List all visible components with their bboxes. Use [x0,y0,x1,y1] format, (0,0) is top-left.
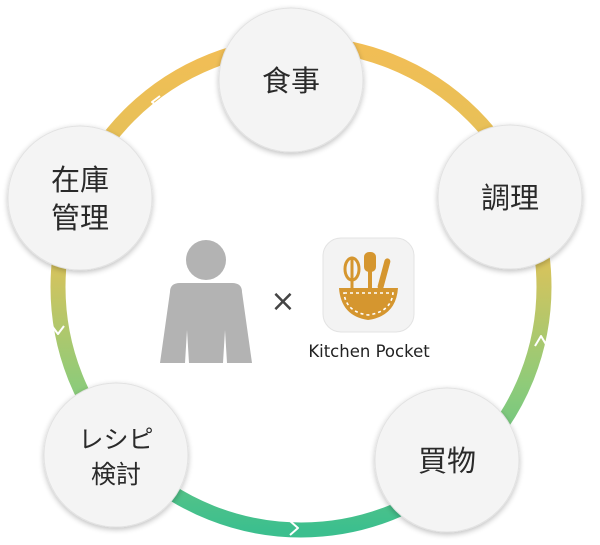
node-label: 管理 [51,201,109,235]
node-meal: 食事 [218,7,364,153]
node-label: 調理 [481,181,539,215]
cycle-arrow-icon [534,335,548,347]
cycle-arrow-icon [289,520,299,536]
node-shopping: 買物 [374,387,520,533]
cycle-arrows [51,95,548,536]
node-label: 食事 [262,64,320,98]
app-name: Kitchen Pocket [308,342,430,361]
cycle-arrow-icon [151,95,161,109]
kitchen-pocket-app-icon [322,237,415,333]
cycle-arrow-icon [51,325,65,335]
cycle-arrow-icon [421,103,439,113]
node-label: 検討 [91,460,141,489]
person-icon [160,240,252,363]
node-recipe: レシピ 検討 [43,382,189,528]
times-symbol: × [270,284,295,319]
node-cooking: 調理 [437,124,583,270]
node-label: レシピ [78,425,153,454]
rolling-pin-icon [377,258,391,290]
node-label: 在庫 [51,163,109,197]
node-label: 買物 [418,444,476,478]
node-inventory: 在庫 管理 [7,125,153,271]
spatula-icon [364,252,376,292]
pocket-icon [339,288,398,320]
